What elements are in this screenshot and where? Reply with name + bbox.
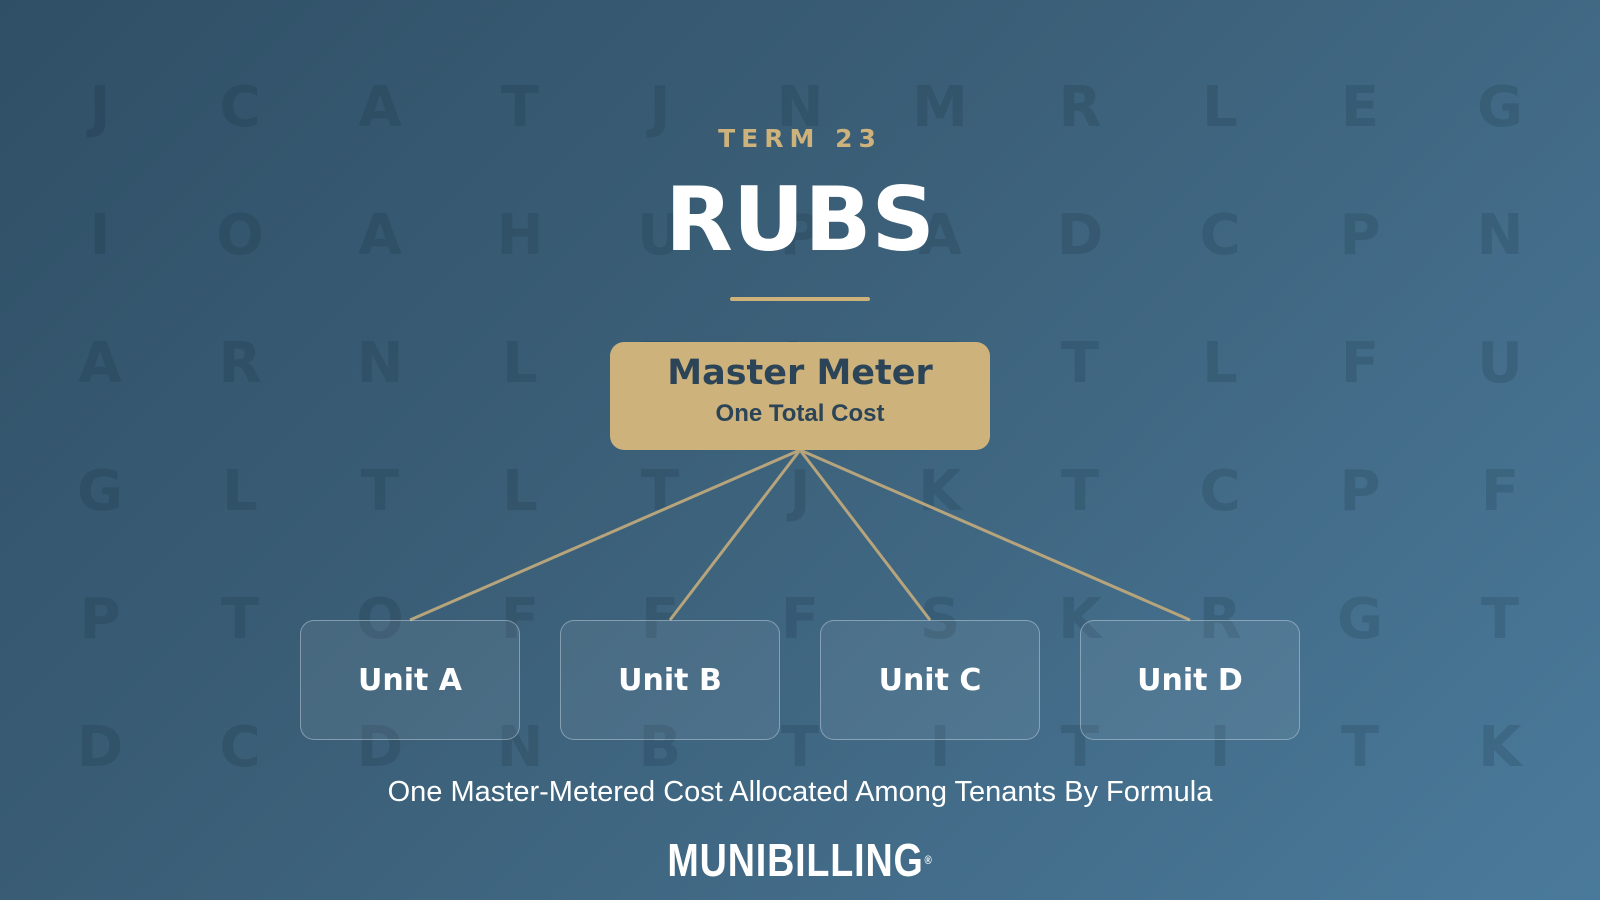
unit-label: Unit B — [618, 662, 722, 698]
master-meter-title: Master Meter — [667, 353, 933, 393]
term-number: TERM 23 — [718, 124, 882, 153]
unit-box-d: Unit D — [1080, 620, 1300, 740]
unit-label: Unit C — [878, 662, 982, 698]
registered-mark: ® — [924, 853, 933, 867]
master-meter-box: Master Meter One Total Cost — [610, 342, 990, 450]
unit-label: Unit A — [357, 662, 462, 698]
unit-label: Unit D — [1137, 662, 1243, 698]
connector-unit-a — [409, 448, 801, 622]
brand-name: MUNIBILLING — [667, 834, 924, 886]
page-title: RUBS — [665, 168, 935, 271]
unit-box-b: Unit B — [560, 620, 780, 740]
connector-unit-d — [799, 448, 1191, 622]
title-divider — [730, 297, 870, 301]
master-meter-subtitle: One Total Cost — [715, 400, 885, 427]
brand-logo: MUNIBILLING® — [144, 834, 1456, 886]
connector-unit-c — [798, 449, 932, 621]
unit-box-a: Unit A — [300, 620, 520, 740]
definition-caption: One Master-Metered Cost Allocated Among … — [387, 776, 1213, 808]
unit-box-c: Unit C — [820, 620, 1040, 740]
connector-unit-b — [668, 449, 802, 621]
